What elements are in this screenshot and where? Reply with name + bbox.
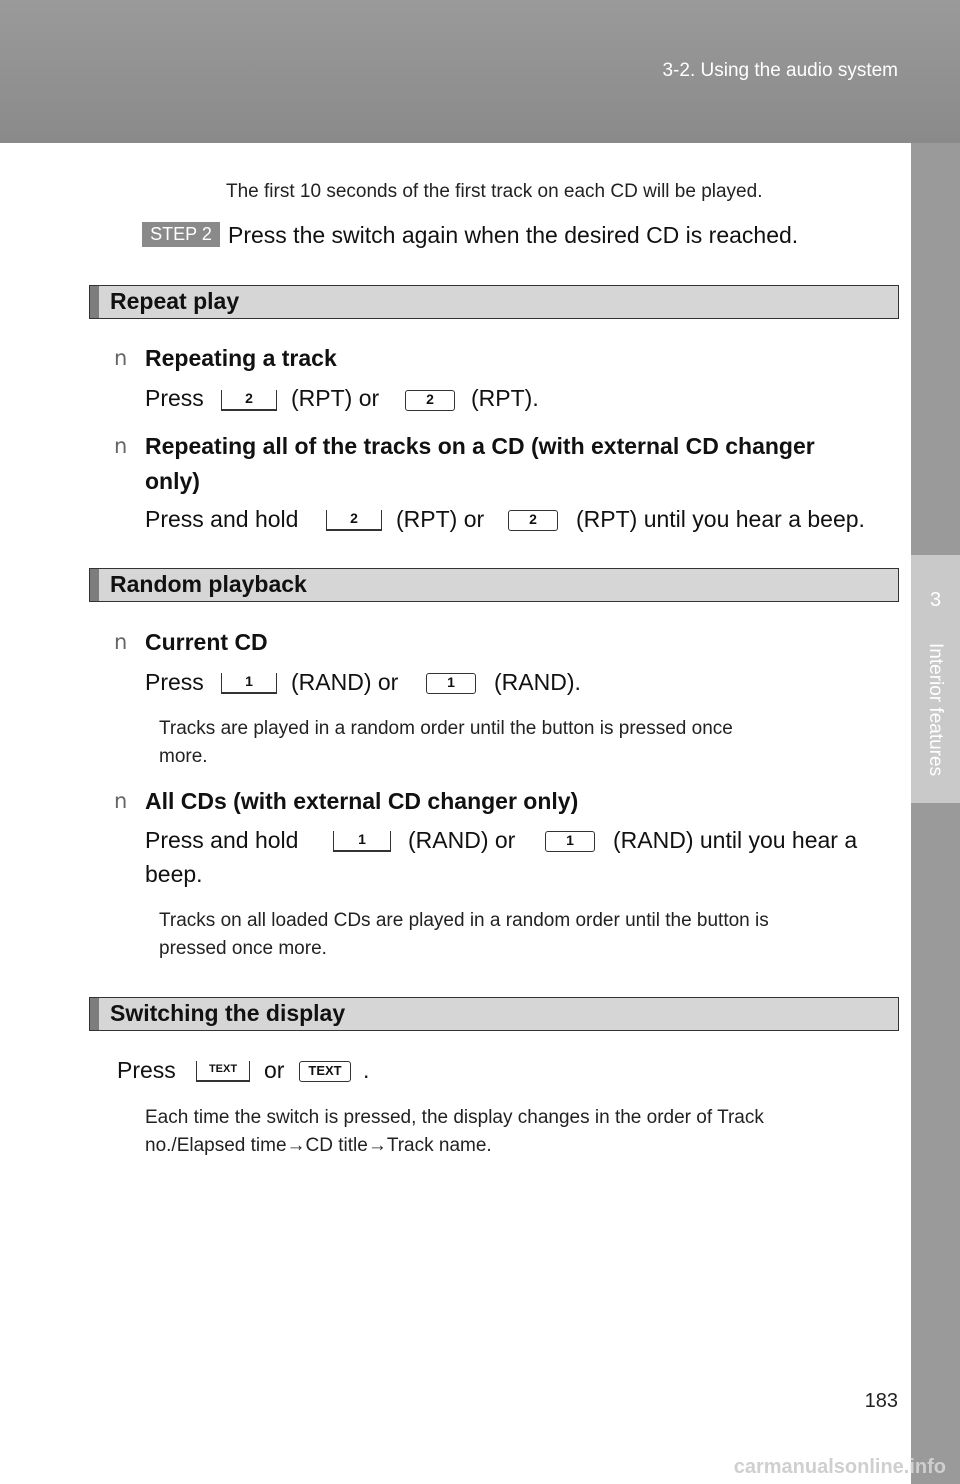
intro-note: The first 10 seconds of the first track … bbox=[226, 181, 763, 202]
preset-1-button[interactable]: 1 bbox=[221, 673, 277, 694]
chapter-tab-band-active bbox=[911, 555, 960, 803]
note-text: Tracks are played in a random order unti… bbox=[159, 718, 733, 739]
chapter-number: 3 bbox=[929, 589, 942, 611]
subheading-current-cd: Current CD bbox=[145, 629, 268, 655]
instruction-text: beep. bbox=[145, 861, 203, 887]
note-text: no./Elapsed time→CD title→Track name. bbox=[145, 1135, 492, 1156]
note-text: more. bbox=[159, 746, 208, 767]
preset-2-button[interactable]: 2 bbox=[221, 390, 277, 411]
instruction-text: or bbox=[264, 1057, 285, 1083]
bullet-icon: n bbox=[114, 434, 128, 458]
page-header: 3-2. Using the audio system bbox=[0, 0, 960, 143]
instruction-text: (RPT) or bbox=[396, 506, 485, 532]
note-text: Tracks on all loaded CDs are played in a… bbox=[159, 910, 769, 931]
bullet-icon: n bbox=[114, 630, 128, 654]
instruction-text: (RAND) or bbox=[408, 827, 516, 853]
subheading-repeat-all-cont: only) bbox=[145, 468, 200, 494]
section-heading: Repeat play bbox=[110, 288, 240, 314]
page-number: 183 bbox=[864, 1390, 898, 1412]
step2-text: Press the switch again when the desired … bbox=[228, 222, 799, 248]
watermark: carmanualsonline.info bbox=[733, 1456, 946, 1478]
preset-2-button[interactable]: 2 bbox=[326, 510, 382, 531]
instruction-text: Press and hold bbox=[145, 827, 299, 853]
instruction-text: (RAND) or bbox=[291, 669, 399, 695]
section-repeat-play: Repeat play bbox=[89, 285, 899, 319]
section-random-playback: Random playback bbox=[89, 568, 899, 602]
chapter-label: Interior features bbox=[925, 643, 946, 777]
section-title: 3-2. Using the audio system bbox=[662, 60, 898, 81]
note-text: Each time the switch is pressed, the dis… bbox=[145, 1107, 764, 1128]
preset-2-button[interactable]: 2 bbox=[508, 510, 558, 531]
instruction-text: (RAND). bbox=[494, 669, 581, 695]
section-heading: Random playback bbox=[110, 571, 307, 597]
instruction-text: . bbox=[363, 1057, 370, 1083]
chapter-tab-band-top bbox=[911, 143, 960, 555]
bullet-icon: n bbox=[114, 346, 128, 370]
instruction-text: Press bbox=[117, 1057, 176, 1083]
instruction-text: (RPT) or bbox=[291, 385, 380, 411]
chapter-tab-band-bottom bbox=[911, 803, 960, 1484]
instruction-text: (RAND) until you hear a bbox=[613, 827, 858, 853]
instruction-text: Press bbox=[145, 385, 204, 411]
preset-1-button[interactable]: 1 bbox=[426, 673, 476, 694]
section-heading: Switching the display bbox=[110, 1000, 346, 1026]
chapter-tab: 3 Interior features bbox=[911, 143, 960, 1484]
subheading-all-cds: All CDs (with external CD changer only) bbox=[145, 788, 579, 814]
preset-1-button[interactable]: 1 bbox=[333, 831, 391, 852]
instruction-text: (RPT) until you hear a beep. bbox=[576, 506, 865, 532]
instruction-text: Press bbox=[145, 669, 204, 695]
text-button[interactable]: TEXT bbox=[299, 1061, 351, 1082]
subheading-repeat-track: Repeating a track bbox=[145, 345, 337, 371]
instruction-text: Press and hold bbox=[145, 506, 299, 532]
text-button[interactable]: TEXT bbox=[196, 1061, 250, 1082]
preset-2-button[interactable]: 2 bbox=[405, 390, 455, 411]
note-text: pressed once more. bbox=[159, 938, 327, 959]
subheading-repeat-all: Repeating all of the tracks on a CD (wit… bbox=[145, 433, 815, 459]
instruction-text: (RPT). bbox=[471, 385, 539, 411]
bullet-icon: n bbox=[114, 789, 128, 813]
step-badge: STEP 2 bbox=[142, 222, 220, 247]
preset-1-button[interactable]: 1 bbox=[545, 831, 595, 852]
section-switching-display: Switching the display bbox=[89, 997, 899, 1031]
